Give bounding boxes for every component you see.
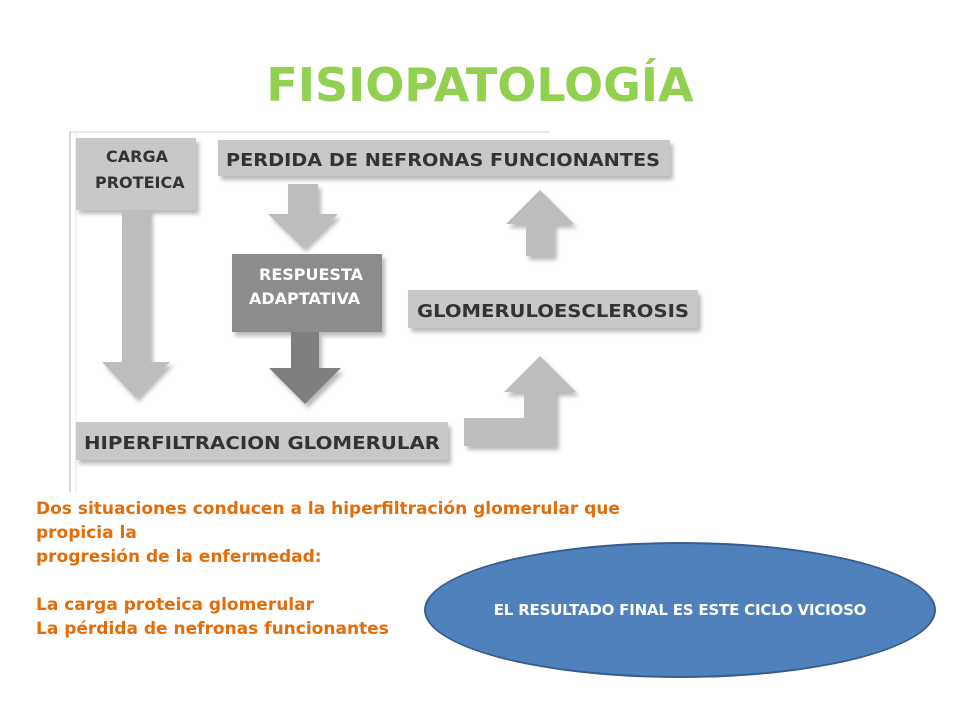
carga-proteica-label-line1: CARGA xyxy=(106,147,169,166)
cause-item-perdida: La pérdida de nefronas funcionantes xyxy=(36,619,389,639)
carga-proteica-node xyxy=(76,138,196,398)
explanation-text: Dos situaciones conducen a la hiperfiltr… xyxy=(36,497,736,641)
perdida-to-respuesta-arrow xyxy=(268,184,338,248)
explanation-line-1: Dos situaciones conducen a la hiperfiltr… xyxy=(36,499,620,519)
hiperfiltracion-to-glomeruloesclerosis-arrow xyxy=(464,356,576,446)
carga-proteica-label-line2: PROTEICA xyxy=(95,173,185,192)
respuesta-adaptativa-label-line2: ADAPTATIVA xyxy=(249,289,361,308)
explanation-line-2: propicia la xyxy=(36,523,137,543)
vicious-cycle-callout: EL RESULTADO FINAL ES ESTE CICLO VICIOSO xyxy=(424,542,936,678)
slide-title: FISIOPATOLOGÍA xyxy=(266,58,694,112)
respuesta-adaptativa-label-line1: RESPUESTA xyxy=(259,265,364,284)
hiperfiltracion-node xyxy=(76,422,448,460)
carga-to-hiperfiltracion-arrow xyxy=(102,210,170,398)
respuesta-adaptativa-node xyxy=(232,254,382,332)
glomeruloesclerosis-node xyxy=(408,290,698,328)
explanation-line-3: progresión de la enfermedad: xyxy=(36,547,322,567)
hiperfiltracion-label: HIPERFILTRACION GLOMERULAR xyxy=(84,433,440,454)
perdida-nefronas-label: PERDIDA DE NEFRONAS FUNCIONANTES xyxy=(226,150,660,171)
vicious-cycle-callout-text: EL RESULTADO FINAL ES ESTE CICLO VICIOSO xyxy=(493,601,867,619)
glomeruloesclerosis-label: GLOMERULOESCLEROSIS xyxy=(417,301,689,322)
cause-item-carga: La carga proteica glomerular xyxy=(36,595,314,615)
glomeruloesclerosis-to-perdida-arrow xyxy=(506,190,574,256)
respuesta-to-hiperfiltracion-arrow xyxy=(269,332,341,404)
perdida-nefronas-node xyxy=(218,140,670,176)
